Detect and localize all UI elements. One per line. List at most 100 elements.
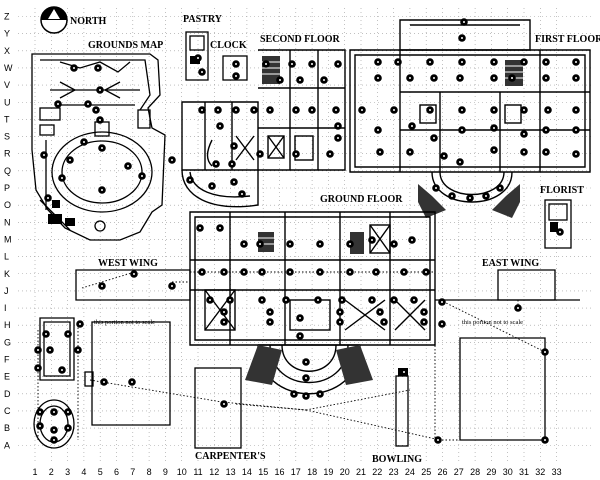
location-marker-center — [209, 299, 211, 301]
location-marker-center — [233, 145, 235, 147]
location-marker-center — [269, 109, 271, 111]
location-marker-center — [299, 79, 301, 81]
location-marker-center — [289, 243, 291, 245]
location-marker-center — [429, 109, 431, 111]
location-marker-center — [199, 227, 201, 229]
location-marker-center — [61, 369, 63, 371]
location-marker-center — [241, 193, 243, 195]
location-marker-center — [243, 243, 245, 245]
location-marker-center — [349, 271, 351, 273]
location-marker-center — [493, 149, 495, 151]
location-marker-center — [69, 159, 71, 161]
column-label: 4 — [81, 467, 86, 477]
location-marker-center — [291, 63, 293, 65]
location-marker-center — [295, 109, 297, 111]
location-marker-center — [319, 271, 321, 273]
routes — [37, 271, 546, 441]
location-marker-center — [377, 61, 379, 63]
location-marker-center — [219, 125, 221, 127]
location-marker-center — [103, 381, 105, 383]
column-label: 2 — [49, 467, 54, 477]
location-marker-center — [43, 154, 45, 156]
location-marker-center — [299, 317, 301, 319]
column-label: 29 — [486, 467, 496, 477]
column-label: 27 — [454, 467, 464, 477]
location-marker-center — [219, 227, 221, 229]
location-marker-center — [523, 61, 525, 63]
location-marker-center — [269, 321, 271, 323]
location-marker-center — [131, 381, 133, 383]
location-marker-center — [383, 321, 385, 323]
location-marker-center — [575, 61, 577, 63]
location-marker-center — [511, 77, 513, 79]
location-marker-center — [261, 271, 263, 273]
location-marker-center — [523, 133, 525, 135]
second-floor-label: SECOND FLOOR — [260, 34, 341, 45]
location-markers — [34, 18, 580, 444]
east-scale-note: this portion not to scale — [462, 319, 523, 326]
column-label: 9 — [163, 467, 168, 477]
location-marker-center — [441, 301, 443, 303]
row-label: K — [4, 269, 10, 279]
column-label: 15 — [258, 467, 268, 477]
location-marker-center — [171, 159, 173, 161]
location-marker-center — [37, 367, 39, 369]
location-marker-center — [499, 187, 501, 189]
location-marker-center — [45, 333, 47, 335]
column-label: 26 — [437, 467, 447, 477]
column-label: 28 — [470, 467, 480, 477]
location-marker-center — [285, 299, 287, 301]
location-marker-center — [99, 89, 101, 91]
location-marker-center — [339, 311, 341, 313]
column-label: 23 — [389, 467, 399, 477]
north-label: NORTH — [70, 16, 107, 27]
location-marker-center — [375, 271, 377, 273]
location-marker-center — [461, 37, 463, 39]
location-marker-center — [544, 351, 546, 353]
pastry-area: PASTRY CLOCK — [183, 14, 248, 81]
location-marker-center — [223, 321, 225, 323]
row-label: O — [4, 200, 11, 210]
location-marker-center — [575, 129, 577, 131]
column-label: 8 — [147, 467, 152, 477]
location-marker-center — [101, 285, 103, 287]
row-label: S — [4, 132, 10, 142]
location-marker-center — [79, 323, 81, 325]
row-label: H — [4, 320, 11, 330]
location-marker-center — [443, 155, 445, 157]
location-marker-center — [83, 141, 85, 143]
column-label: 32 — [535, 467, 545, 477]
column-label: 3 — [65, 467, 70, 477]
location-marker-center — [371, 239, 373, 241]
column-label: 16 — [274, 467, 284, 477]
column-label: 11 — [193, 467, 202, 477]
row-label: X — [4, 46, 10, 56]
location-marker-center — [559, 231, 561, 233]
location-marker-center — [451, 195, 453, 197]
location-marker-center — [433, 137, 435, 139]
column-label: 13 — [226, 467, 236, 477]
location-marker-center — [575, 109, 577, 111]
location-marker-center — [411, 239, 413, 241]
pastry-label: PASTRY — [183, 14, 223, 25]
row-label: C — [4, 406, 11, 416]
location-marker-center — [377, 129, 379, 131]
location-marker-center — [379, 151, 381, 153]
location-marker-center — [517, 307, 519, 309]
location-marker-center — [349, 243, 351, 245]
row-label: M — [4, 234, 12, 244]
location-marker-center — [435, 187, 437, 189]
location-marker-center — [95, 109, 97, 111]
location-marker-center — [269, 311, 271, 313]
location-marker-center — [295, 153, 297, 155]
row-label: V — [4, 80, 10, 90]
location-marker-center — [293, 393, 295, 395]
location-marker-center — [493, 61, 495, 63]
location-marker-center — [409, 77, 411, 79]
location-marker-center — [53, 439, 55, 441]
location-marker-center — [67, 427, 69, 429]
location-marker-center — [201, 109, 203, 111]
east-wing-label: EAST WING — [482, 258, 539, 269]
location-marker-center — [379, 311, 381, 313]
location-marker-center — [197, 57, 199, 59]
